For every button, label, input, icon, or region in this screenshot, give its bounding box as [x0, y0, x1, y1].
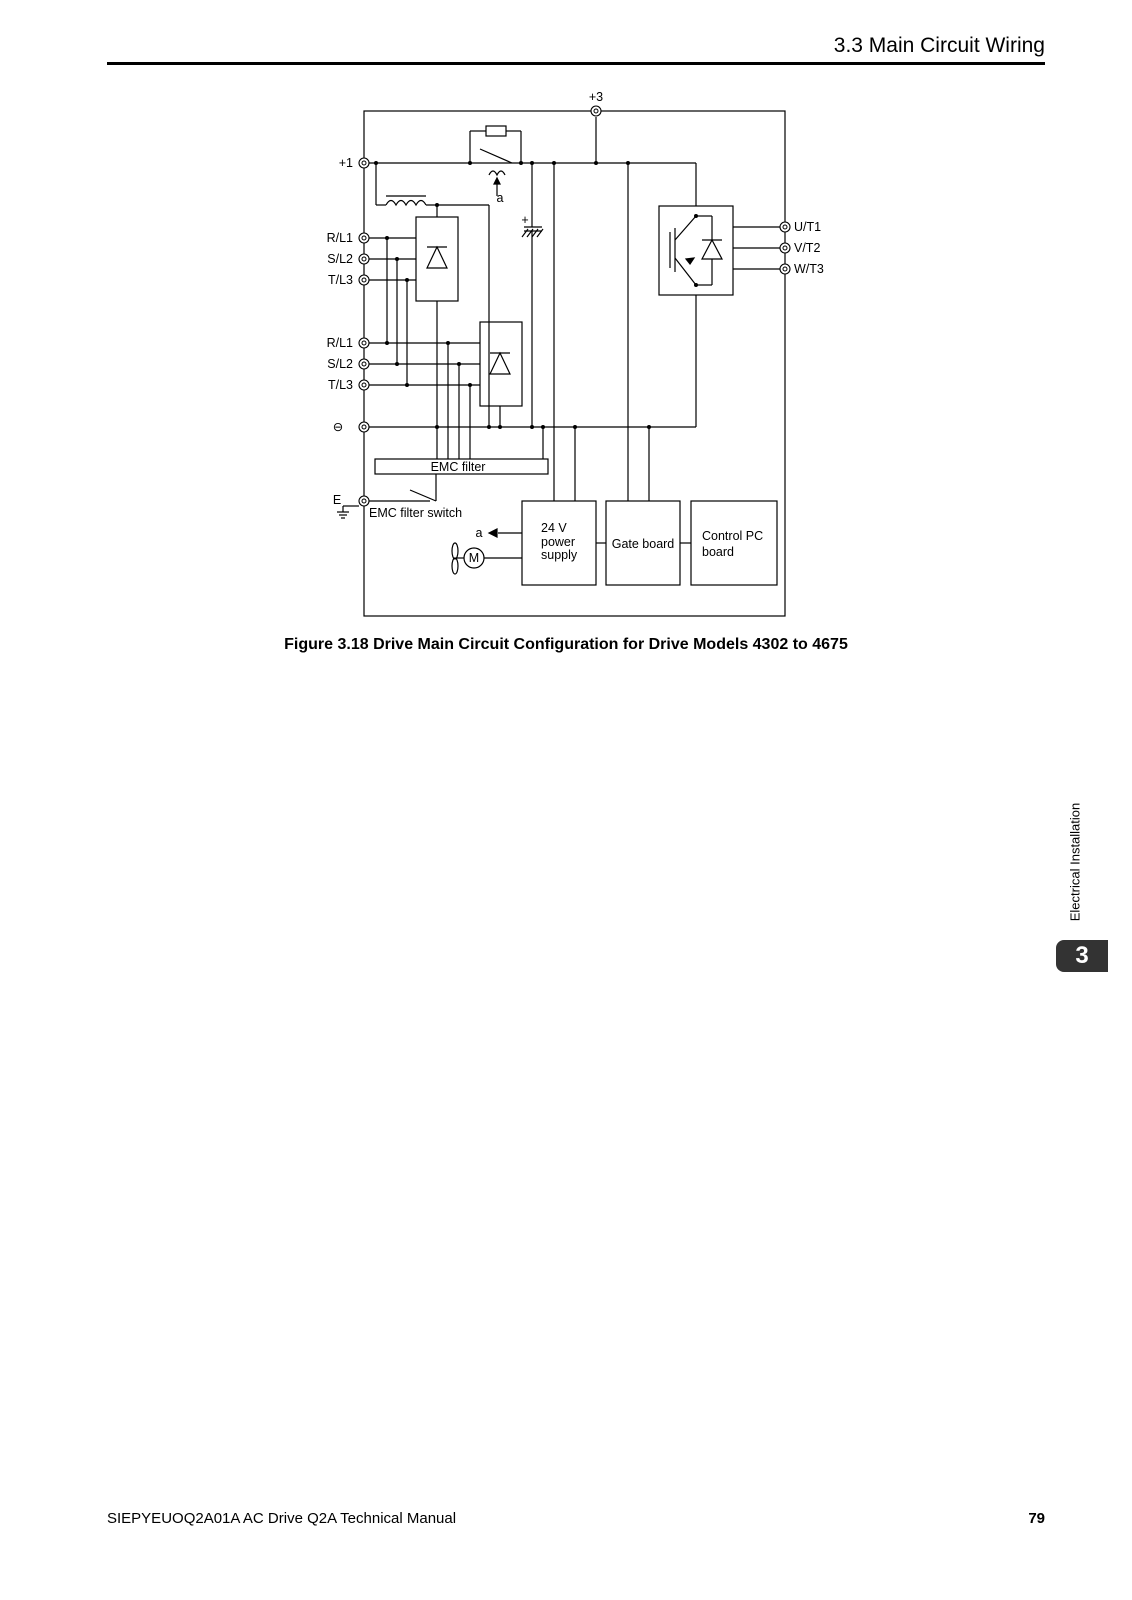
relay-signal-label: a	[497, 191, 504, 205]
emc-switch-label: EMC filter switch	[369, 506, 462, 520]
terminal-plus1-label: +1	[339, 156, 353, 170]
terminal-s2-label: S/L2	[327, 357, 353, 371]
emc-filter-label: EMC filter	[431, 460, 486, 474]
control-board-line2: board	[702, 545, 734, 559]
page-number: 79	[1028, 1510, 1045, 1527]
gate-board-label: Gate board	[612, 537, 675, 551]
terminal-plus3-label: +3	[589, 90, 603, 104]
power-supply-line2: power	[541, 535, 575, 549]
footer-manual-title: SIEPYEUOQ2A01A AC Drive Q2A Technical Ma…	[107, 1510, 457, 1527]
terminal-r1-label: R/L1	[327, 231, 353, 245]
motor-label: M	[469, 551, 479, 565]
power-supply-line3: supply	[541, 548, 578, 562]
control-board-line1: Control PC	[702, 529, 763, 543]
chapter-tab: 3	[1056, 940, 1108, 972]
terminal-u-label: U/T1	[794, 220, 821, 234]
figure-caption: Figure 3.18 Drive Main Circuit Configura…	[284, 636, 848, 653]
side-tab-label: Electrical Installation	[1067, 802, 1083, 922]
terminal-s1-label: S/L2	[327, 252, 353, 266]
header-rule	[107, 62, 1045, 65]
terminal-v-label: V/T2	[794, 241, 820, 255]
circuit-diagram: +3 +1 R/L1 S/L2 T/L3 R/L1 S/L2 T/L3 ⊖ E …	[327, 90, 824, 617]
section-title: 3.3 Main Circuit Wiring	[833, 34, 1045, 57]
terminal-t2-label: T/L3	[328, 378, 353, 392]
terminal-minus-label: ⊖	[333, 420, 343, 434]
fan-signal-label: a	[476, 526, 483, 540]
terminal-t1-label: T/L3	[328, 273, 353, 287]
terminal-earth-label: E	[333, 493, 341, 507]
power-supply-line1: 24 V	[541, 521, 567, 535]
capacitor-plus-label: +	[521, 213, 528, 227]
terminal-w-label: W/T3	[794, 262, 824, 276]
terminal-r2-label: R/L1	[327, 336, 353, 350]
